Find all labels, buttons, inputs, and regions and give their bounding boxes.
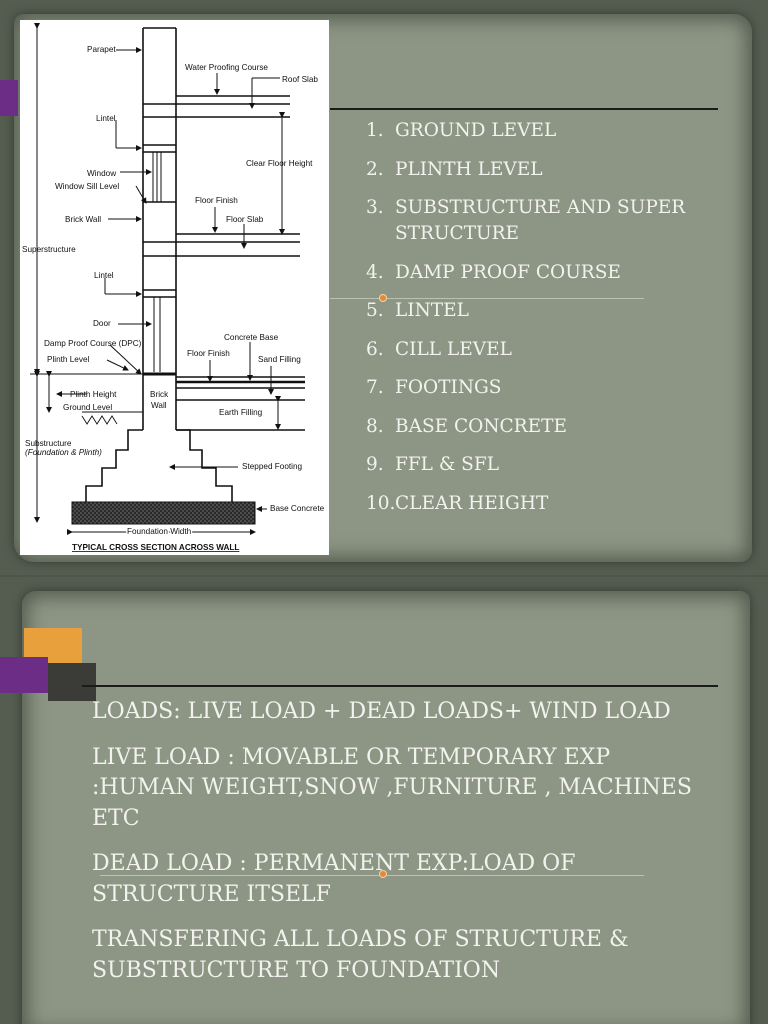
wall-structure-drawing (85, 27, 305, 502)
label-water-proofing: Water Proofing Course (185, 63, 268, 72)
label-sand-filling: Sand Filling (258, 355, 301, 364)
list-item: 1.GROUND LEVEL (366, 120, 557, 141)
divider-dot-marker (379, 870, 387, 878)
list-item: 6.CILL LEVEL (366, 338, 512, 360)
label-brick-wall-inner-1: Brick (150, 390, 169, 399)
label-plinth-level: Plinth Level (47, 355, 90, 364)
label-floor-finish-top: Floor Finish (195, 196, 238, 205)
label-dpc: Damp Proof Course (DPC) (44, 339, 142, 348)
label-concrete-base: Concrete Base (224, 333, 279, 342)
label-door: Door (93, 319, 111, 328)
label-substructure-note: (Foundation & Plinth) (25, 448, 102, 457)
slide-2: LOADS: LIVE LOAD + DEAD LOADS+ WIND LOAD… (0, 577, 768, 1024)
figure-caption: TYPICAL CROSS SECTION ACROSS WALL (72, 543, 239, 552)
divider-line (100, 875, 644, 876)
list-item: 10.CLEAR HEIGHT (366, 492, 549, 514)
label-base-concrete: Base Concrete (270, 504, 325, 513)
label-brick-wall-left: Brick Wall (65, 215, 101, 224)
label-lintel-top: Lintel (96, 114, 116, 123)
title-rule-line (330, 108, 718, 110)
list-item: 2.PLINTH LEVEL (366, 158, 543, 180)
list-item: DEAD LOAD : PERMANENT EXP:LOAD OF STRUCT… (92, 851, 576, 907)
label-roof-slab: Roof Slab (282, 75, 318, 84)
label-stepped-footing: Stepped Footing (242, 462, 303, 471)
label-lintel-mid: Lintel (94, 271, 114, 280)
list-item: 7.FOOTINGS (366, 377, 502, 398)
load-bullet-list: LOADS: LIVE LOAD + DEAD LOADS+ WIND LOAD… (92, 697, 702, 1001)
list-item: 3.SUBSTRUCTURE AND SUPER STRUCTURE (366, 197, 686, 244)
label-substructure: Substructure (25, 439, 72, 448)
wall-cross-section-figure: Parapet Water Proofing Course Roof Slab … (20, 20, 329, 555)
divider-dot-marker (379, 294, 387, 302)
dark-accent-block (48, 663, 96, 701)
title-rule-line (82, 685, 718, 687)
list-item: 8.BASE CONCRETE (366, 415, 567, 437)
label-foundation-width: Foundation Width (127, 527, 192, 536)
label-window: Window (87, 169, 116, 178)
label-brick-wall-inner-2: Wall (151, 401, 167, 410)
purple-accent-block (0, 80, 18, 116)
label-ground-level: Ground Level (63, 403, 112, 412)
label-floor-slab: Floor Slab (226, 215, 264, 224)
label-plinth-height: Plinth Height (70, 390, 117, 399)
base-concrete-block (71, 501, 256, 525)
divider-line (330, 298, 644, 299)
slide-1: Parapet Water Proofing Course Roof Slab … (0, 14, 752, 562)
slide-2-paper-background (22, 591, 750, 1024)
label-parapet: Parapet (87, 45, 116, 54)
numbered-topic-list: 1.GROUND LEVEL 2.PLINTH LEVEL 3.SUBSTRUC… (366, 118, 736, 529)
ground-level-symbol (81, 415, 118, 425)
list-item: 9.FFL & SFL (366, 454, 499, 475)
list-item: 5.LINTEL (366, 300, 469, 321)
list-item: TRANSFERING ALL LOADS OF STRUCTURE & SUB… (92, 927, 629, 983)
label-earth-filling: Earth Filling (219, 408, 263, 417)
list-item: LOADS: LIVE LOAD + DEAD LOADS+ WIND LOAD (92, 699, 671, 724)
label-window-sill: Window Sill Level (55, 182, 119, 191)
label-floor-finish-mid: Floor Finish (187, 349, 230, 358)
list-item: LIVE LOAD : MOVABLE OR TEMPORARY EXP :HU… (92, 744, 692, 831)
label-superstructure: Superstructure (22, 245, 76, 254)
list-item: 4.DAMP PROOF COURSE (366, 261, 621, 283)
purple-accent-block (0, 657, 48, 693)
label-clear-floor-height: Clear Floor Height (246, 159, 313, 168)
